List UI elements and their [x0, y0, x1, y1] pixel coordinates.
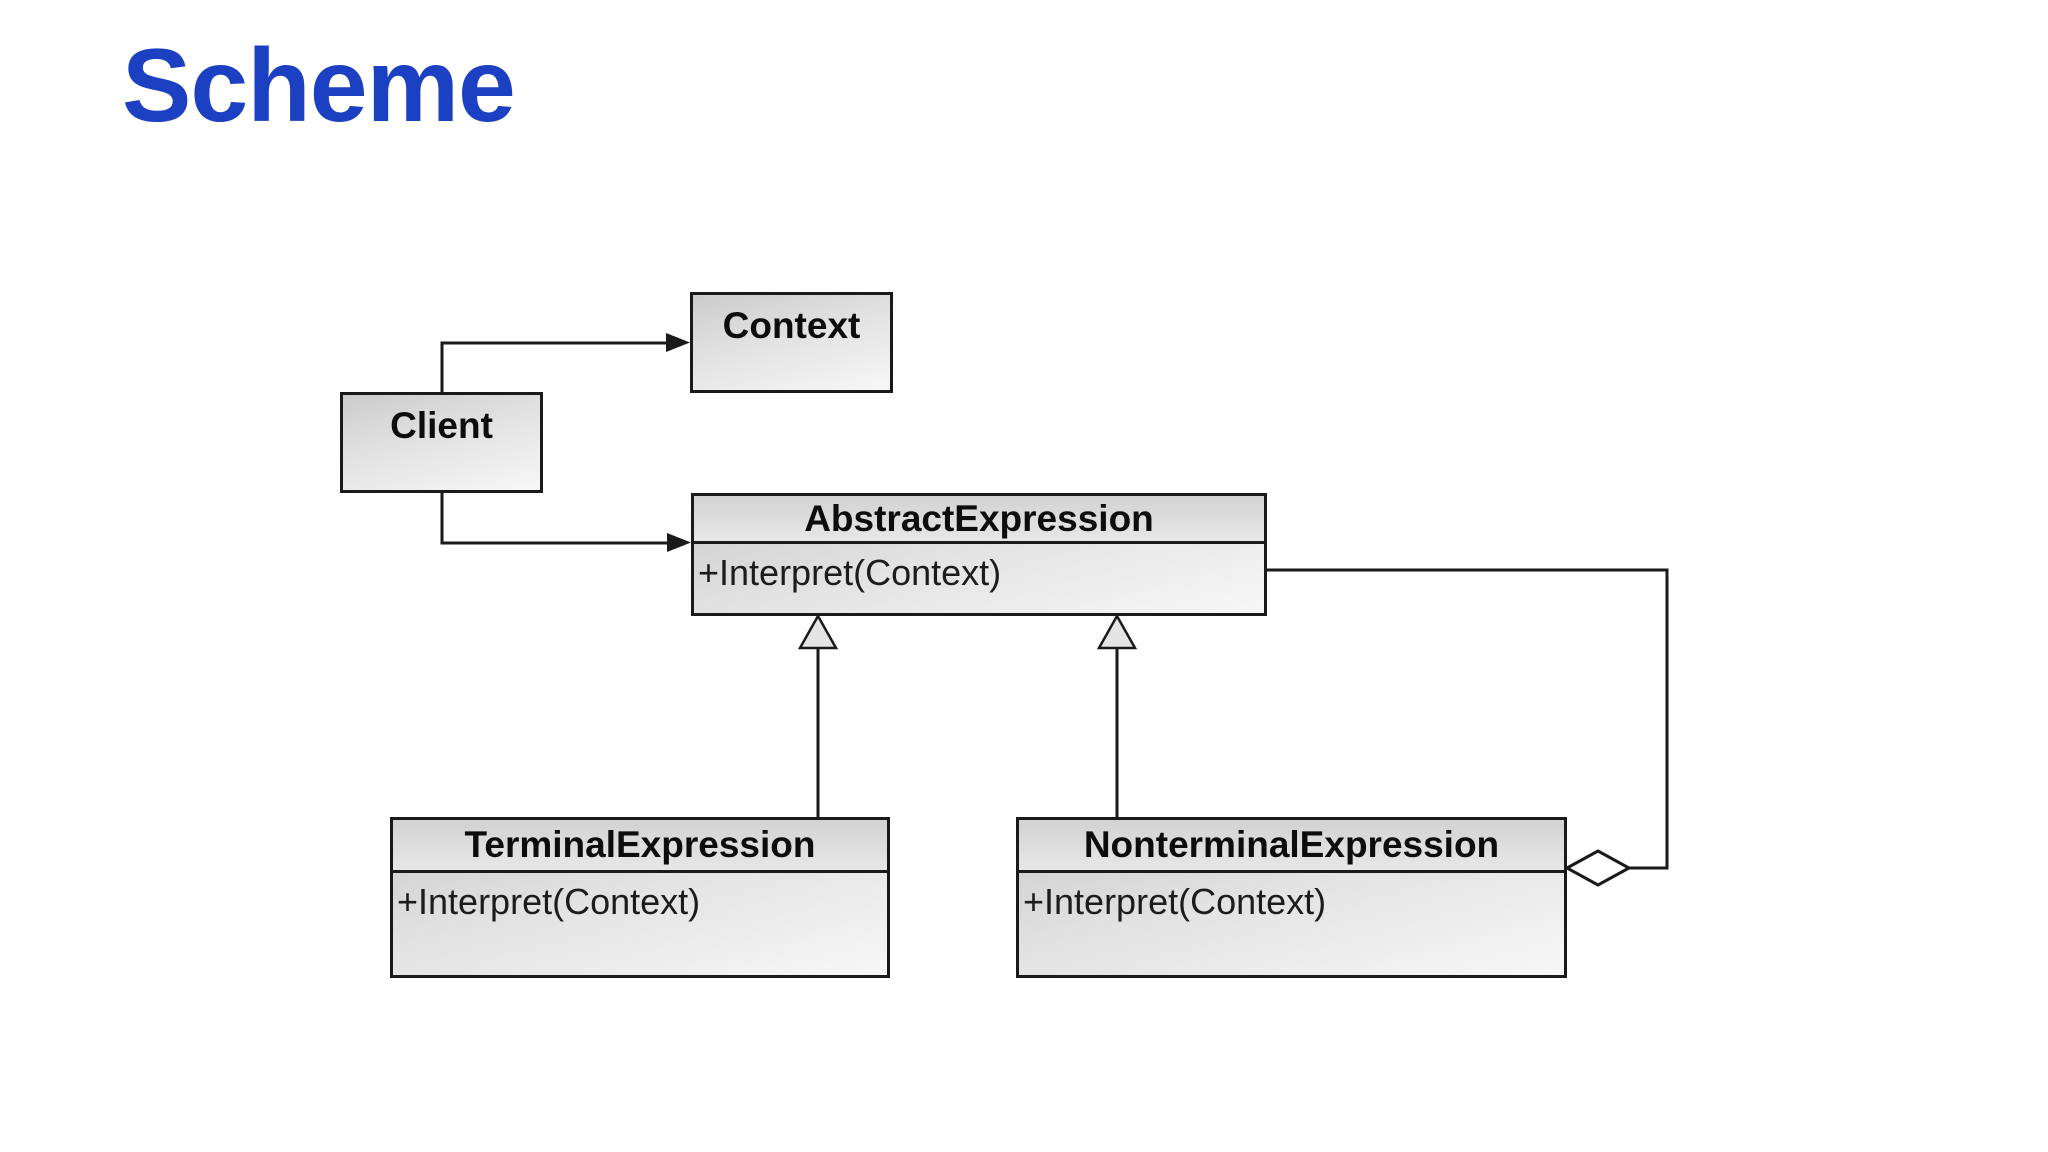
class-methods-compartment: +Interpret(Context) [393, 873, 887, 923]
generalization-triangle-icon [797, 613, 839, 650]
class-box-context: Context [690, 292, 893, 393]
association-line [440, 341, 666, 392]
class-name: Context [722, 305, 861, 346]
association-client-to-context [440, 333, 690, 392]
generalization-nonterminalexpression-to-abstractexpression [1096, 613, 1138, 817]
class-box-terminal-expression: TerminalExpression +Interpret(Context) [390, 817, 890, 978]
class-box-abstract-expression: AbstractExpression +Interpret(Context) [691, 493, 1267, 616]
class-methods-compartment: +Interpret(Context) [694, 544, 1264, 594]
class-name: NonterminalExpression [1019, 820, 1564, 873]
class-name: AbstractExpression [694, 496, 1264, 544]
page-title: Scheme [122, 28, 516, 144]
arrowhead-icon [666, 333, 690, 352]
class-name: TerminalExpression [393, 820, 887, 873]
class-method: +Interpret(Context) [397, 881, 701, 922]
aggregation-abstractexpression-to-nonterminalexpression [1267, 568, 1669, 887]
generalization-terminalexpression-to-abstractexpression [797, 613, 839, 817]
association-line [440, 493, 667, 545]
class-box-client: Client [340, 392, 543, 493]
aggregation-diamond-icon [1563, 849, 1633, 887]
class-method: +Interpret(Context) [698, 552, 1002, 593]
class-methods-compartment: +Interpret(Context) [1019, 873, 1564, 923]
generalization-triangle-icon [1096, 613, 1138, 650]
aggregation-line [1267, 568, 1669, 870]
class-name: Client [390, 405, 493, 446]
class-method: +Interpret(Context) [1023, 881, 1327, 922]
class-box-nonterminal-expression: NonterminalExpression +Interpret(Context… [1016, 817, 1567, 978]
association-client-to-abstractexpression [440, 493, 691, 552]
arrowhead-icon [667, 533, 691, 552]
